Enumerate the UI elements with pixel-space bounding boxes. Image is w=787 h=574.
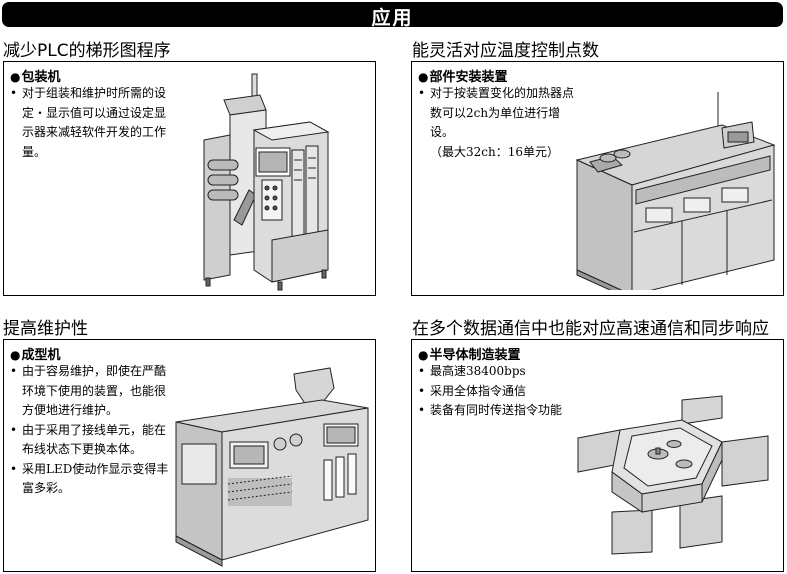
list-item: 由于容易维护，即使在严酷环境下使用的装置，也能很方便地进行维护。 [8,362,170,421]
panel-semiconductor: ●半导体制造装置 最高速38400bps 采用全体指令通信 装备有同时传送指令功… [411,339,784,572]
list-item: 对于按装置变化的加热器点数可以2ch为单位进行增设。 [416,84,582,143]
list-item: 最高速38400bps [416,362,606,382]
panel-title: ●包装机 [10,70,61,85]
section-heading-plc: 减少PLC的梯形图程序 [3,41,171,61]
packaging-machine-icon [203,73,330,291]
header-title: 应用 [371,7,414,29]
panel-title: ●部件安装装置 [418,70,508,85]
list-item: 采用LED使动作显示变得丰富多彩。 [8,460,170,499]
bullet-list: 最高速38400bps 采用全体指令通信 装备有同时传送指令功能 [416,362,606,421]
panel-component-mounting: ●部件安装装置 对于按装置变化的加热器点数可以2ch为单位进行增设。 （最大32… [411,61,784,296]
list-item: 采用全体指令通信 [416,382,606,402]
header-banner: 应用 [2,2,783,29]
molding-machine-icon [175,367,369,567]
section-heading-maintenance: 提高维护性 [3,319,88,339]
panel-molding-machine: ●成型机 由于容易维护，即使在严酷环境下使用的装置，也能很方便地进行维护。 由于… [3,339,376,572]
panel-title: ●成型机 [10,348,61,363]
bullet-list: 由于容易维护，即使在严酷环境下使用的装置，也能很方便地进行维护。 由于采用了接线… [8,362,170,499]
section-heading-communication: 在多个数据通信中也能对应高速通信和同步响应 [412,319,769,339]
component-mounting-machine-icon [575,92,776,290]
list-item: 装备有同时传送指令功能 [416,401,606,421]
panel-title-text: 半导体制造装置 [429,348,521,363]
bullet-list: 对于按装置变化的加热器点数可以2ch为单位进行增设。 （最大32ch：16单元） [416,84,582,162]
list-item: 由于采用了接线单元，能在布线状态下更换本体。 [8,421,170,460]
panel-title: ●半导体制造装置 [418,348,521,363]
panel-title-text: 成型机 [21,348,61,363]
list-item: 对于组装和维护时所需的设定・显示值可以通过设定显示器来减轻软件开发的工作量。 [8,84,172,162]
bullet-list: 对于组装和维护时所需的设定・显示值可以通过设定显示器来减轻软件开发的工作量。 [8,84,172,162]
panel-title-text: 包装机 [21,70,61,85]
semiconductor-equipment-icon [577,395,769,555]
section-heading-temperature: 能灵活对应温度控制点数 [412,41,599,61]
panel-packaging-machine: ●包装机 对于组装和维护时所需的设定・显示值可以通过设定显示器来减轻软件开发的工… [3,61,376,296]
panel-title-text: 部件安装装置 [429,70,508,85]
list-item: （最大32ch：16单元） [430,144,559,159]
